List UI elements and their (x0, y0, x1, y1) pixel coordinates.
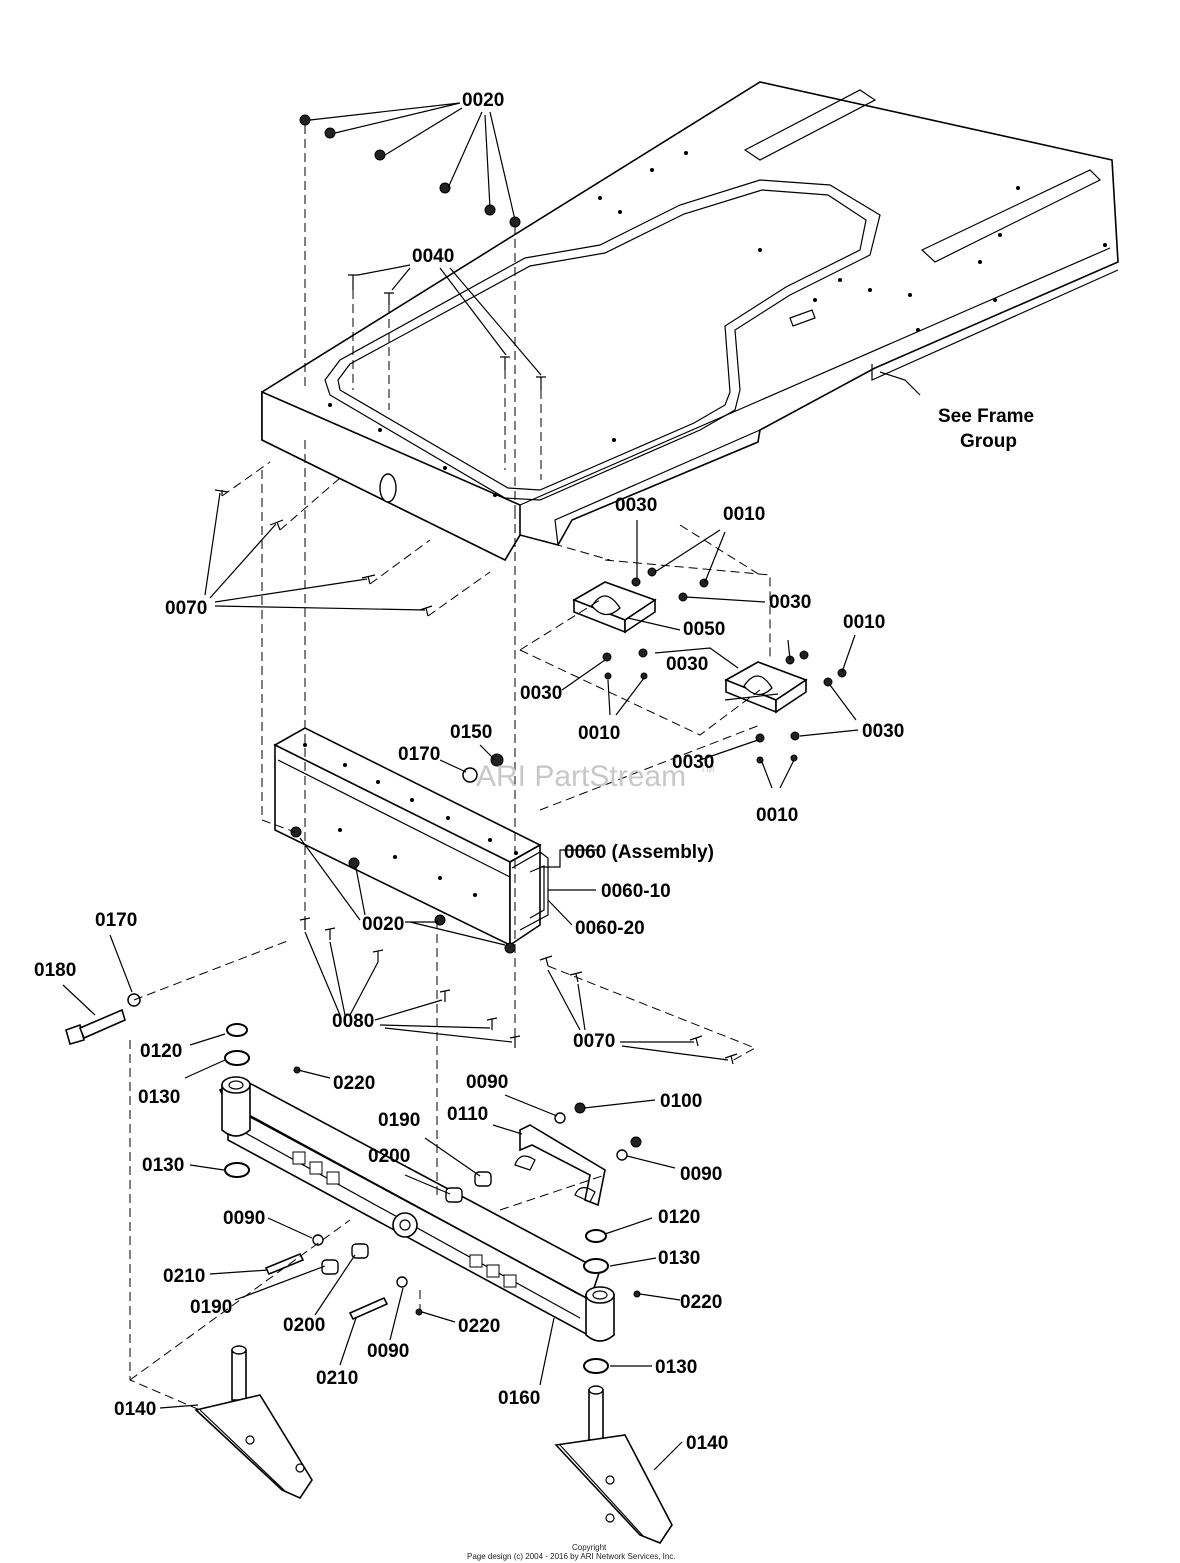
leader-lines (62, 102, 921, 1471)
callout-0130: 0130 (142, 1155, 184, 1176)
callout-0020: 0020 (362, 914, 404, 935)
callout-0060-10: 0060-10 (601, 881, 671, 902)
callout-0170: 0170 (95, 910, 137, 931)
callout-0220: 0220 (680, 1292, 722, 1313)
callout-0030: 0030 (672, 752, 714, 773)
callout-0180: 0180 (34, 960, 76, 981)
callout-0050: 0050 (683, 619, 725, 640)
callout-0030: 0030 (666, 654, 708, 675)
callout-0210: 0210 (163, 1266, 205, 1287)
callout-0080: 0080 (332, 1011, 374, 1032)
spindle-0140-left (194, 1345, 313, 1500)
callout-0090: 0090 (367, 1341, 409, 1362)
callout-labels: 0020 0040 0070 0030 0010 0030 0050 0010 … (34, 90, 904, 1454)
front-axle-0160 (218, 1076, 615, 1342)
callout-0220: 0220 (333, 1073, 375, 1094)
callout-0110: 0110 (447, 1104, 488, 1125)
callout-0170: 0170 (398, 744, 440, 765)
assembly-lines (129, 125, 771, 1411)
callout-0120: 0120 (140, 1041, 182, 1062)
callout-0200: 0200 (283, 1315, 325, 1336)
callout-0060-20: 0060-20 (575, 918, 645, 939)
callout-0130: 0130 (658, 1248, 700, 1269)
watermark-tm: TM (700, 764, 714, 775)
callout-0060-assembly: 0060 (Assembly) (564, 842, 714, 863)
callout-0200: 0200 (368, 1146, 410, 1167)
callout-0010: 0010 (578, 723, 620, 744)
callout-0120: 0120 (658, 1207, 700, 1228)
callout-0010: 0010 (723, 504, 765, 525)
callout-0010: 0010 (843, 612, 885, 633)
callout-0100: 0100 (660, 1091, 702, 1112)
note-group: Group (960, 431, 1017, 452)
callout-0140: 0140 (114, 1399, 156, 1420)
bracket-0050-left (572, 581, 657, 634)
callout-0150: 0150 (450, 722, 492, 743)
spindle-0140-right (554, 1385, 673, 1544)
frame-part (261, 81, 1119, 562)
callout-0030: 0030 (520, 683, 562, 704)
callout-0070: 0070 (165, 598, 207, 619)
hardware (65, 114, 847, 1374)
callout-0130: 0130 (655, 1357, 697, 1378)
callout-0220: 0220 (458, 1316, 500, 1337)
callout-0090: 0090 (680, 1164, 722, 1185)
note-see-frame: See Frame (938, 406, 1034, 427)
axle-beam-0060 (273, 727, 549, 947)
bracket-0050-right (724, 661, 808, 714)
callout-0210: 0210 (316, 1368, 358, 1389)
plate-0110 (514, 1124, 606, 1207)
footer-copyright: Copyright (572, 1543, 607, 1552)
frame-holes (328, 151, 1107, 497)
callout-0030: 0030 (862, 721, 904, 742)
callout-0070: 0070 (573, 1031, 615, 1052)
watermark-text: ARI PartStream (476, 760, 686, 793)
callout-0140: 0140 (686, 1433, 728, 1454)
callout-0090: 0090 (223, 1208, 265, 1229)
footer-page-design: Page design (c) 2004 - 2016 by ARI Netwo… (467, 1552, 676, 1561)
callout-0190: 0190 (378, 1110, 420, 1131)
callout-0020: 0020 (462, 90, 504, 111)
callout-0010: 0010 (756, 805, 798, 826)
callout-0130: 0130 (138, 1087, 180, 1108)
callout-0040: 0040 (412, 246, 454, 267)
callout-0160: 0160 (498, 1388, 540, 1409)
callout-0090: 0090 (466, 1072, 508, 1093)
callout-0190: 0190 (190, 1297, 232, 1318)
callout-0030: 0030 (769, 592, 811, 613)
callout-0030: 0030 (615, 495, 657, 516)
